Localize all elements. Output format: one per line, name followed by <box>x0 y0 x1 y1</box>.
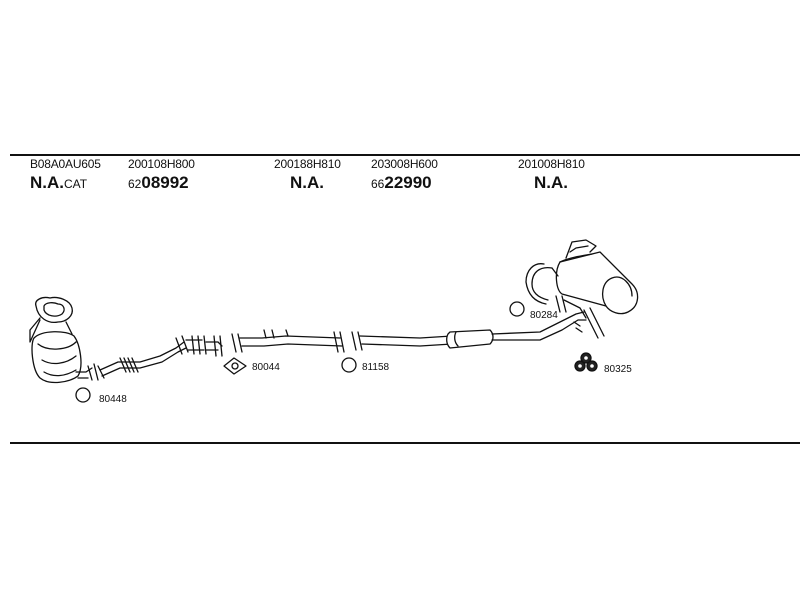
part-code: 203008H600 <box>371 157 438 171</box>
part-code: 201008H810 <box>518 157 585 171</box>
part-number: 6622990 <box>371 173 432 192</box>
part-code: 200108H800 <box>128 157 195 171</box>
accessory-label: 80325 <box>604 364 632 375</box>
rubber-hanger-icon <box>574 352 598 372</box>
catalytic-converter-drawing <box>29 296 93 384</box>
middle-silencer-drawing <box>351 311 587 351</box>
ring-gasket-icon <box>75 387 91 403</box>
intermediate-pipe-drawing <box>231 329 345 353</box>
rear-silencer-drawing <box>525 239 639 339</box>
part-rear-silencer: 201008H810 N.A. <box>518 158 585 192</box>
part-middle-silencer: 203008H600 6622990 <box>371 158 438 192</box>
part-catalytic-converter: B08A0AU605 N.A.CAT <box>30 158 101 192</box>
part-number: N.A. <box>290 173 324 192</box>
part-intermediate-pipe: 200188H810 N.A. <box>274 158 341 192</box>
part-front-pipe: 200108H800 6208992 <box>128 158 195 192</box>
bottom-divider <box>10 442 800 444</box>
part-number: N.A. <box>534 173 568 192</box>
part-number: N.A.CAT <box>30 173 88 192</box>
ring-gasket-icon <box>341 357 357 373</box>
ring-gasket-icon <box>509 301 525 317</box>
top-divider <box>10 154 800 156</box>
part-code: B08A0AU605 <box>30 157 101 171</box>
part-code: 200188H810 <box>274 157 341 171</box>
accessory-label: 80448 <box>99 394 127 405</box>
flange-gasket-icon <box>223 357 247 375</box>
accessory-label: 80044 <box>252 362 280 373</box>
part-number: 6208992 <box>128 173 189 192</box>
accessory-label: 80284 <box>530 310 558 321</box>
front-pipe-drawing <box>87 335 223 381</box>
accessory-label: 81158 <box>362 362 390 373</box>
